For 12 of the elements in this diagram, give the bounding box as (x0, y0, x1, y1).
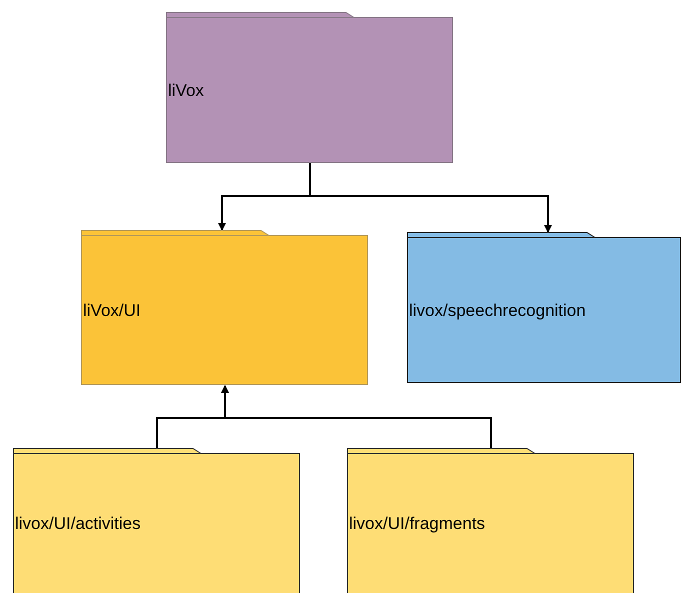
connector-arrow (309, 163, 552, 233)
folder-shape (347, 448, 634, 593)
folder-shape (13, 448, 300, 593)
folder-label: livox/UI/activities (15, 513, 142, 535)
connector-arrow (221, 385, 492, 448)
folder-shape (81, 230, 368, 385)
folder-label: liVox (168, 80, 205, 102)
folder-label: livox/speechrecognition (409, 300, 587, 322)
folder-label: livox/UI/fragments (349, 513, 486, 535)
folder-shape (166, 12, 453, 163)
folder-shape (407, 232, 681, 383)
folder-label: liVox/UI (83, 300, 142, 322)
